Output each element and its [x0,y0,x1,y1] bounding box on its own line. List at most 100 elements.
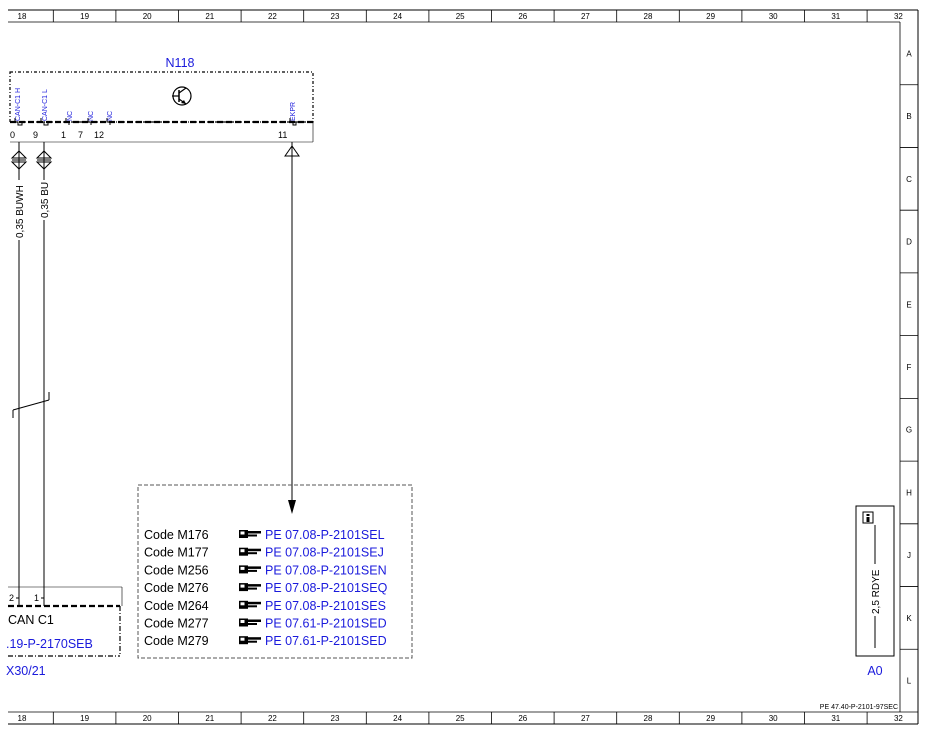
connector-symbol-right [35,150,53,170]
transistor-icon [172,86,192,106]
row-label: E [906,300,911,309]
can-c1-block: 2 1 CAN C1 .19-P-2170SEB X30/21 [6,586,123,678]
code-label: Code M176 [144,528,209,542]
wire-label-bu: 0,35 BU [40,182,51,218]
code-label: Code M279 [144,634,209,648]
pin-number: 9 [33,130,38,140]
signal-label-ekpr: EKPR [290,102,297,121]
column-label: 26 [518,714,527,723]
code-reference-link[interactable]: PE 07.61-P-2101SED [265,634,387,648]
column-label: 24 [393,714,402,723]
pin-number: 12 [94,130,104,140]
column-label: 23 [331,714,340,723]
arrow-down-icon [288,500,296,514]
column-label: 29 [706,12,715,21]
pointing-hand-icon [239,547,261,556]
pin-number: 1 [34,593,39,603]
pointing-hand-icon [239,583,261,592]
column-label: 27 [581,714,590,723]
bottom-column-ruler: 18 19 20 21 22 23 24 25 26 27 28 29 30 31 32 [18,712,903,724]
column-label: 18 [18,714,27,723]
column-label: 31 [831,12,840,21]
column-label: 20 [143,12,152,21]
column-label: 21 [205,12,214,21]
top-column-ruler: 18 19 20 21 22 23 24 25 26 27 28 29 30 31 32 [18,10,903,22]
row-label: C [906,175,912,184]
pointing-hand-icon [239,636,261,645]
signal-label-nc-2: NC [88,111,95,121]
signal-label-nc-1: NC [67,111,74,121]
column-label: 25 [456,714,465,723]
column-label: 19 [80,12,89,21]
column-label: 20 [143,714,152,723]
column-label: 22 [268,714,277,723]
column-label: 22 [268,12,277,21]
pin-number: 1 [61,130,66,140]
right-row-ruler: A B C D E F G H J K L [900,49,918,686]
column-label: 30 [769,12,778,21]
column-label: 28 [644,714,653,723]
diagram-frame [8,9,919,725]
code-reference-link[interactable]: PE 07.08-P-2101SEL [265,528,385,542]
pin-number: 2 [9,593,14,603]
column-label: 31 [831,714,840,723]
column-label: 21 [205,714,214,723]
signal-label-can-l: CAN-C1 L [42,89,49,121]
column-label: 32 [894,12,903,21]
row-label: J [907,551,911,560]
pointing-hand-icon [239,600,261,609]
code-label: Code M276 [144,581,209,595]
pointing-hand-icon [239,618,261,627]
ground-wire-label: 2,5 RDYE [871,569,882,614]
document-reference: PE 47.40-P-2101-97SEC [820,704,898,711]
signal-label-nc-3: NC [107,111,114,121]
can-c1-title: CAN C1 [8,613,54,627]
column-label: 19 [80,714,89,723]
row-label: F [907,363,912,372]
column-label: 24 [393,12,402,21]
column-label: 18 [18,12,27,21]
code-label: Code M256 [144,563,209,577]
row-label: H [906,488,912,497]
can-c1-ref-link[interactable]: .19-P-2170SEB [6,637,93,651]
column-label: 27 [581,12,590,21]
row-label: K [906,614,912,623]
ground-a0: 2,5 RDYE A0 [855,505,895,678]
connector-label: X30/21 [6,664,46,678]
pin-number: 11 [278,130,287,140]
info-icon [862,511,874,524]
code-reference-box: Code M176 PE 07.08-P-2101SEL Code M177 PE 0… [137,484,413,659]
row-label: L [907,677,912,686]
pin-number: 0 [10,130,15,140]
column-label: 25 [456,12,465,21]
column-label: 26 [518,12,527,21]
connector-symbol-left [10,150,28,170]
code-reference-link[interactable]: PE 07.08-P-2101SEN [265,563,387,577]
code-reference-link[interactable]: PE 07.08-P-2101SEJ [265,546,384,560]
code-reference-link[interactable]: PE 07.08-P-2101SES [265,599,386,613]
code-label: Code M264 [144,599,209,613]
code-reference-link[interactable]: PE 07.08-P-2101SEQ [265,581,388,595]
module-n118: N118 CAN-C1 H CAN-C1 L NC NC NC EKPR [9,56,314,143]
row-label: B [906,112,911,121]
column-label: 28 [644,12,653,21]
signal-label-can-h: CAN-C1 H [15,88,22,121]
code-label: Code M277 [144,617,209,631]
row-label: A [906,49,912,58]
column-label: 29 [706,714,715,723]
pin-stubs [14,118,297,126]
code-label: Code M177 [144,546,209,560]
row-label: G [906,426,912,435]
pin-number: 7 [78,130,83,140]
pointing-hand-icon [239,565,261,574]
pointing-hand-icon [239,530,261,538]
code-reference-link[interactable]: PE 07.61-P-2101SED [265,617,387,631]
column-label: 23 [331,12,340,21]
ground-name: A0 [867,664,882,678]
row-label: D [906,238,912,247]
column-label: 30 [769,714,778,723]
wire-label-buwh: 0,35 BUWH [15,185,26,238]
column-label: 32 [894,714,903,723]
module-title: N118 [166,56,195,70]
